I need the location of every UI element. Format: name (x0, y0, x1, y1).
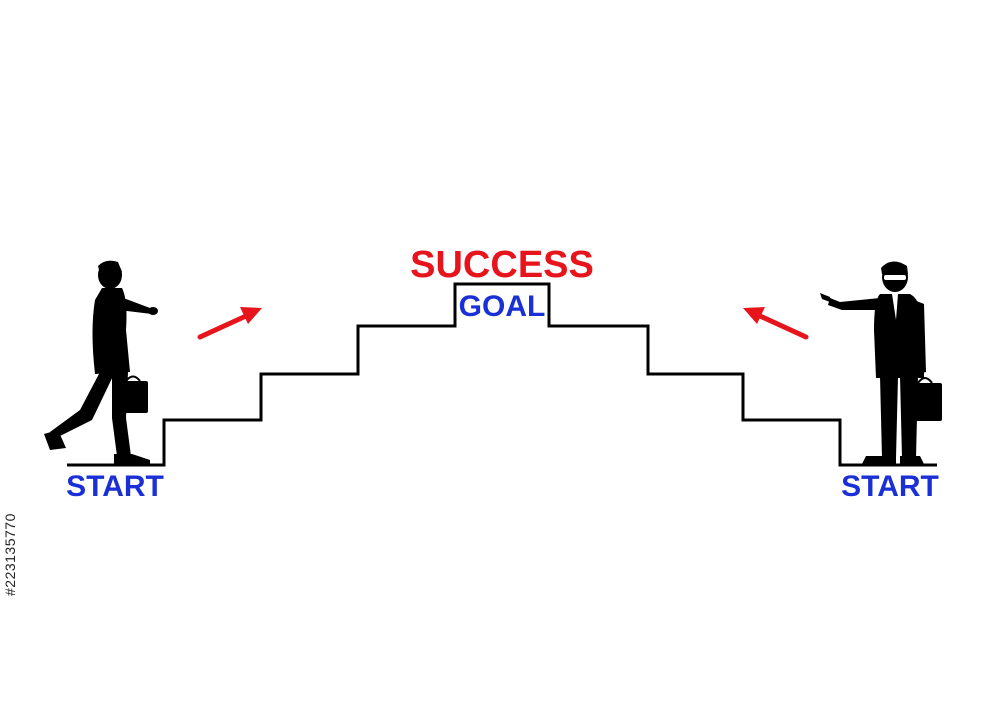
arrow-up-left-icon (743, 307, 809, 340)
staircase (67, 282, 937, 467)
arrow-up-right-icon (197, 307, 262, 340)
businessman-walking-icon (44, 260, 158, 464)
goal-label: GOAL (459, 290, 546, 323)
start-label-left: START (66, 470, 164, 503)
start-label-right: START (841, 470, 939, 503)
stock-id-text: #223135770 (2, 513, 18, 597)
businessman-pointing-icon (820, 261, 942, 464)
success-label: SUCCESS (410, 244, 594, 286)
